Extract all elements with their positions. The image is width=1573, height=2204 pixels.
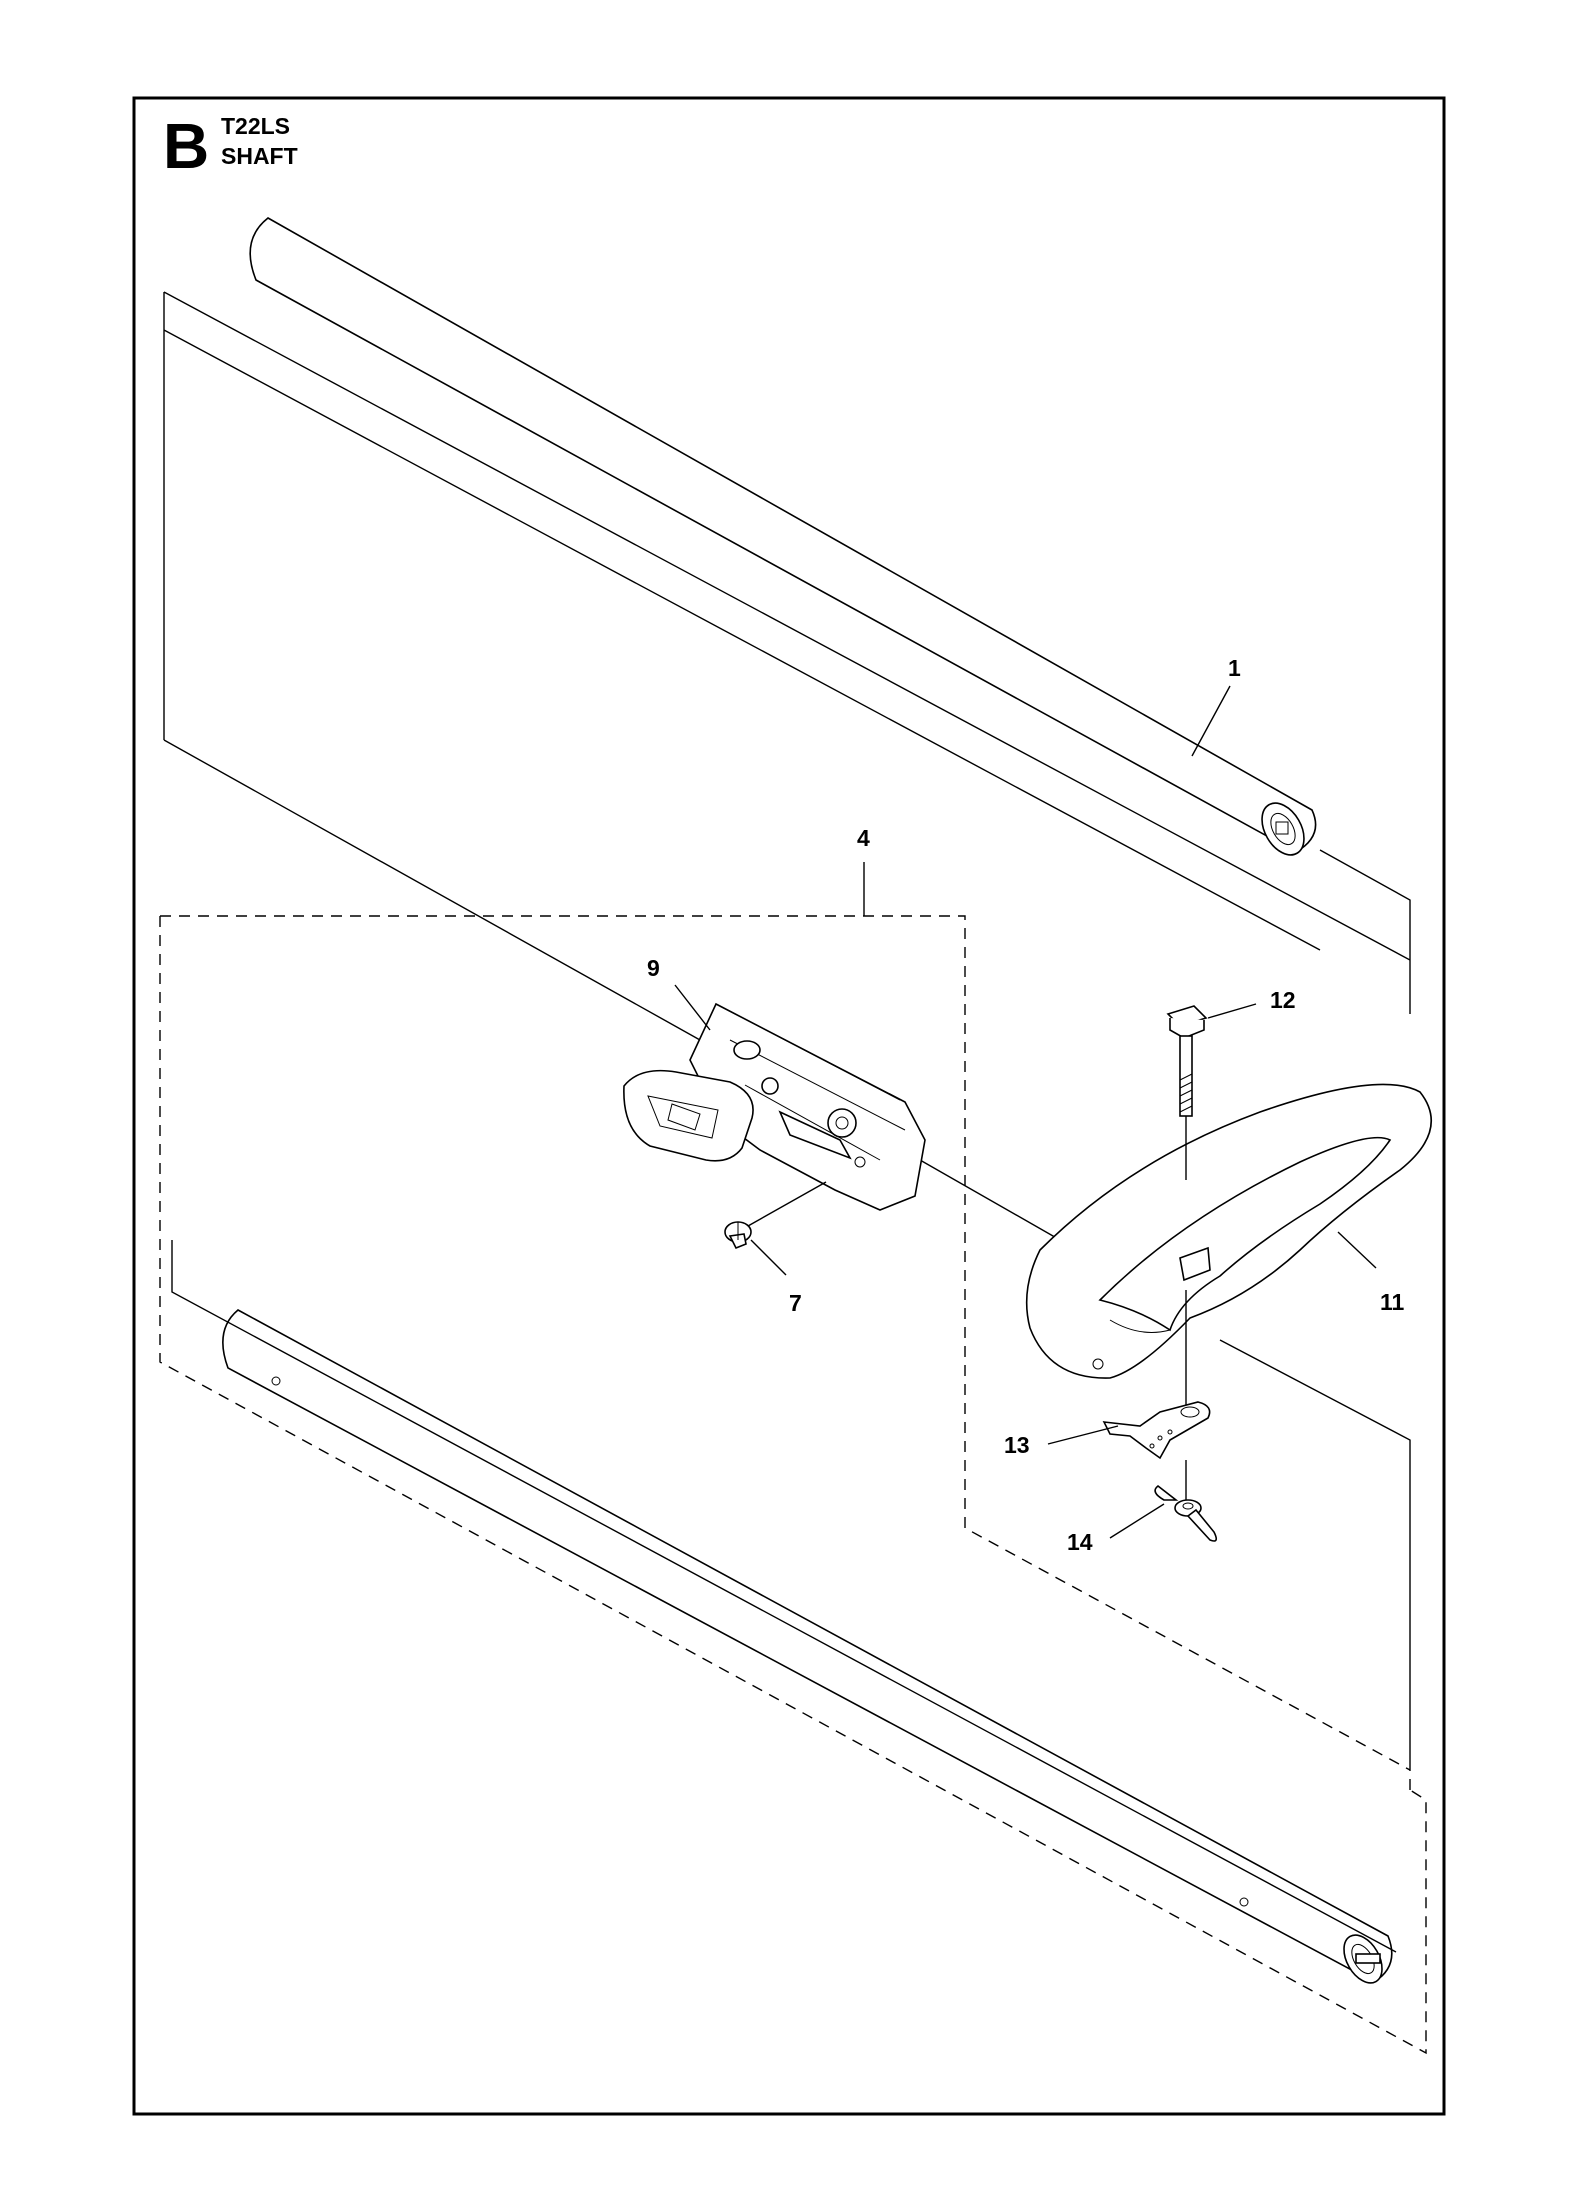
kit-boundary-dashed [159, 915, 1427, 2055]
loop-handle [1025, 1083, 1433, 1379]
model-name: T22LS [221, 113, 290, 139]
lower-alignment-plane [1219, 1339, 1411, 1770]
lower-alignment-edge [171, 1240, 1397, 1953]
screw-axis-line [747, 1181, 827, 1227]
bracket-plate [1102, 1401, 1211, 1460]
leader-13 [1047, 1425, 1119, 1445]
leader-12 [1207, 1003, 1257, 1019]
upper-alignment-plane [163, 291, 1411, 1014]
lower-shaft-tube [222, 1309, 1393, 1984]
callout-12: 12 [1270, 987, 1296, 1013]
screw [724, 1221, 752, 1250]
callout-4: 4 [857, 825, 870, 851]
leader-9 [674, 984, 711, 1031]
page-frame [132, 96, 1446, 2116]
bolt [1166, 1005, 1208, 1117]
leader-7 [750, 1239, 787, 1276]
leader-1 [1191, 685, 1231, 757]
leader-14 [1109, 1503, 1165, 1539]
callout-14: 14 [1067, 1529, 1093, 1555]
section-title: SHAFT [221, 143, 298, 169]
callout-7: 7 [789, 1290, 802, 1316]
callout-11: 11 [1380, 1289, 1405, 1315]
section-letter: B [163, 110, 209, 182]
callout-9: 9 [647, 955, 660, 981]
assembly-axis-line [163, 739, 1061, 1241]
callout-13: 13 [1004, 1432, 1030, 1458]
clamp-bracket [623, 1002, 926, 1211]
wing-nut [1154, 1484, 1218, 1542]
upper-shaft-tube [249, 217, 1317, 856]
callout-1: 1 [1228, 655, 1241, 681]
leader-11 [1337, 1231, 1377, 1269]
